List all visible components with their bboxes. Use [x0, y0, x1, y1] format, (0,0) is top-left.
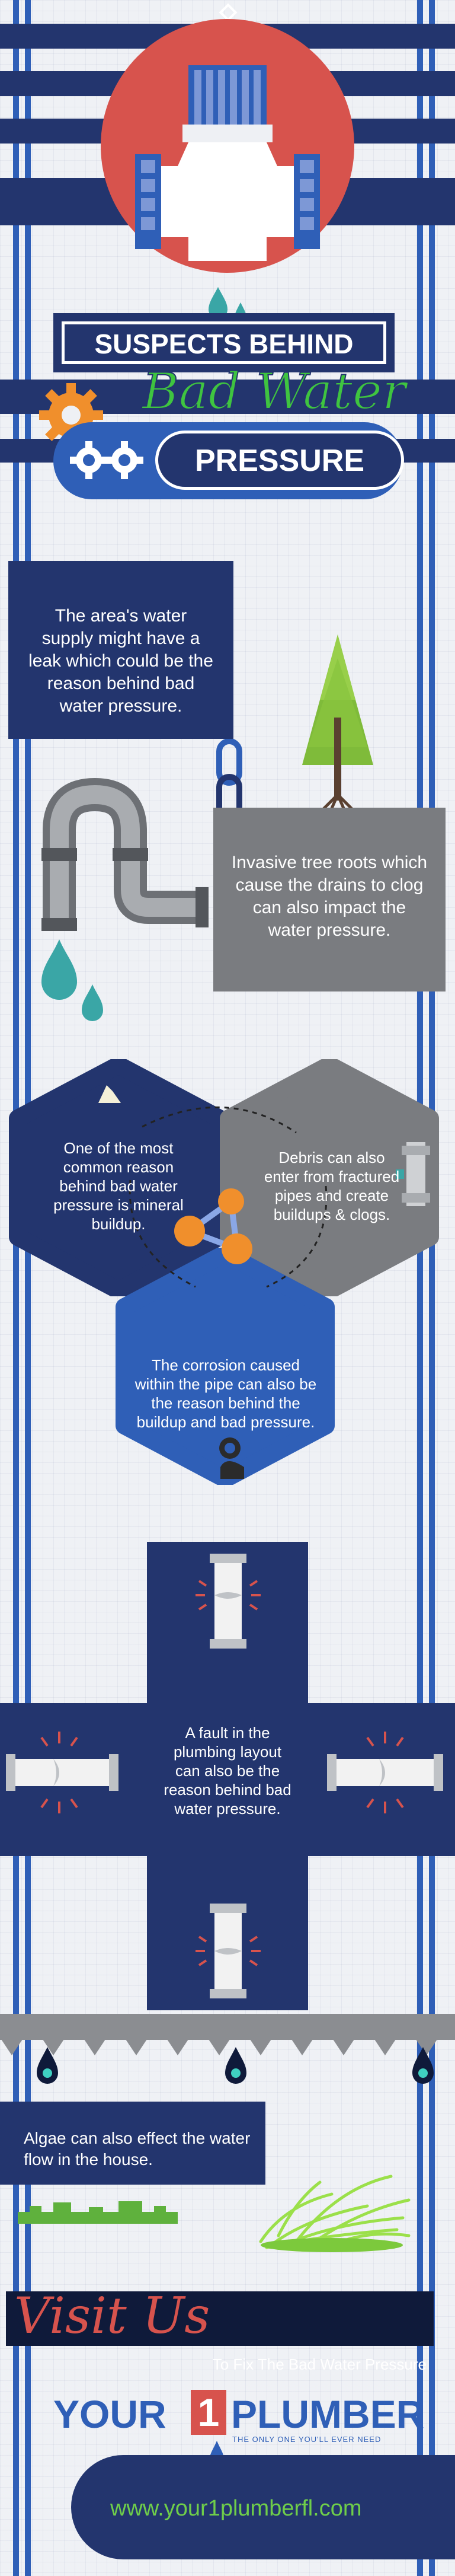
molecule-icon: [174, 1188, 252, 1264]
pipe-fitting-icon: [396, 1142, 430, 1206]
brand-slogan: THE ONLY ONE YOU'LL EVER NEED: [232, 2435, 382, 2444]
hexagon-mineral: [9, 1059, 228, 1296]
title-line-1: SUSPECTS BEHIND: [94, 329, 354, 359]
water-drops-icon: [37, 2047, 434, 2084]
pipe-burst-icon: [196, 1904, 261, 1998]
visit-banner: [6, 2291, 434, 2346]
vertical-line-left-1: [13, 0, 19, 2576]
leak-box: The area's water supply might have a lea…: [8, 561, 233, 739]
cycle-arrows: [129, 1106, 328, 1288]
vertical-line-right-2: [429, 0, 435, 2576]
brand-plumber: PLUMBER: [231, 2392, 425, 2436]
brand-number: 1: [191, 2390, 226, 2435]
pressure-inner-box: [155, 431, 404, 490]
vertical-line-right-1: [417, 0, 423, 2576]
pipe-valve-illustration: [101, 19, 354, 273]
roots-text: Invasive tree roots which cause the drai…: [231, 853, 428, 940]
water-drops-icon: [41, 939, 103, 1021]
vertical-line-left-2: [25, 0, 31, 2576]
visit-tagline: To Fix The Bad Water Pressure: [212, 2355, 427, 2373]
roots-box: Invasive tree roots which cause the drai…: [213, 808, 446, 991]
pipe-burst-icon: [6, 1732, 118, 1813]
algae-box: Algae can also effect the water flow in …: [0, 2102, 265, 2185]
website-link[interactable]: www.your1plumberfl.com: [110, 2496, 362, 2521]
brand-your: YOUR: [53, 2392, 166, 2436]
corroded-pipe-icon: [209, 1437, 244, 1479]
gear-icon: [70, 441, 143, 479]
title-line-2: Bad Water: [142, 362, 406, 420]
grass-icon: [259, 2175, 411, 2252]
title-line-3: PRESSURE: [194, 444, 365, 478]
layout-text: A fault in the plumbing layout can also …: [164, 1724, 291, 1818]
dripping-pipe-band: [0, 2014, 455, 2040]
tree-icon: [302, 635, 373, 822]
corrosion-text: The corrosion caused within the pipe can…: [134, 1356, 317, 1431]
mineral-text: One of the most common reason behind bad…: [53, 1139, 184, 1233]
moss-icon: [18, 2201, 178, 2224]
hexagon-debris: [220, 1059, 439, 1296]
algae-text: Algae can also effect the water flow in …: [24, 2129, 251, 2169]
pipe-burst-icon: [327, 1732, 443, 1813]
title-box: SUSPECTS BEHIND: [53, 313, 395, 372]
mineral-rock-icon: [98, 1085, 121, 1103]
brand-logo: YOUR 1 PLUMBER THE ONLY ONE YOU'LL EVER …: [53, 2390, 424, 2444]
leak-text: The area's water supply might have a lea…: [28, 606, 213, 716]
website-bar: [71, 2455, 455, 2559]
visit-title: Visit Us: [14, 2287, 210, 2345]
pipe-teeth: [0, 2038, 438, 2055]
pipe-burst-icon: [196, 1554, 261, 1649]
debris-text: Debris can also enter from fractured pip…: [264, 1149, 400, 1223]
pipe-icon: [41, 777, 209, 931]
